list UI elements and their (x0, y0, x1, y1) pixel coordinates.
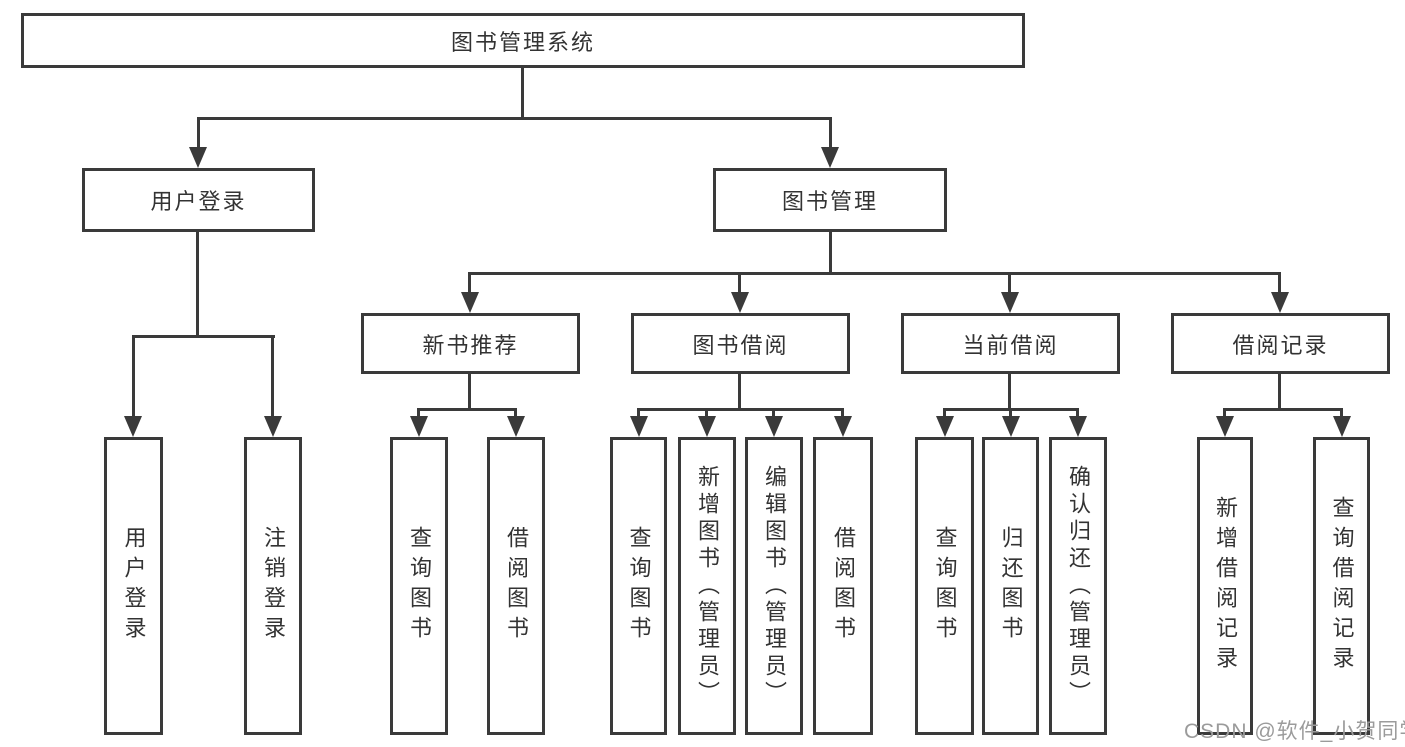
node-new-books: 新书推荐 (361, 313, 580, 374)
node-root-library-system: 图书管理系统 (21, 13, 1025, 68)
leaf-add-borrow-record: 新增借阅记录 (1197, 437, 1253, 735)
leaf-label: 编辑图书（管理员） (762, 464, 787, 708)
connector-borrow-records-rail (1223, 408, 1343, 411)
node-book-borrow: 图书借阅 (631, 313, 850, 374)
connector-to-borrow-records (1278, 272, 1281, 295)
connector-leaf (841, 408, 844, 418)
connector-book-borrow-stem (738, 374, 741, 408)
connector-current-borrow-stem (1008, 374, 1011, 408)
arrowhead-leaf-login (124, 416, 142, 437)
leaf-query-books-1: 查询图书 (390, 437, 448, 735)
arrowhead-current-borrow (1001, 292, 1019, 313)
connector-book-mgmt-rail (468, 272, 1281, 275)
connector-leaf (1009, 408, 1012, 418)
connector-leaf (1223, 408, 1226, 418)
leaf-label: 借阅图书 (831, 526, 856, 646)
arrowhead-book-mgmt (821, 147, 839, 168)
node-current-borrow: 当前借阅 (901, 313, 1120, 374)
leaf-edit-books-admin: 编辑图书（管理员） (745, 437, 803, 735)
leaf-label: 查询图书 (626, 526, 652, 646)
arrowhead-leaf (410, 416, 428, 437)
leaf-query-books-2: 查询图书 (610, 437, 667, 735)
connector-leaf (637, 408, 640, 418)
connector-to-new-books (468, 272, 471, 295)
arrowhead-book-borrow (731, 292, 749, 313)
connector-leaf (1076, 408, 1079, 418)
connector-book-mgmt-stem (829, 232, 832, 272)
connector-leaf (772, 408, 775, 418)
leaf-label: 借阅图书 (504, 526, 529, 646)
node-label: 图书管理系统 (450, 29, 595, 55)
csdn-watermark: CSDN @软件_小贺同学 (1184, 720, 1405, 743)
arrowhead-leaf (698, 416, 716, 437)
leaf-label: 新增借阅记录 (1213, 496, 1238, 676)
connector-new-books-rail (417, 408, 517, 411)
connector-to-book-mgmt (829, 117, 832, 150)
arrowhead-new-books (461, 292, 479, 313)
arrowhead-leaf (936, 416, 954, 437)
leaf-confirm-return-admin: 确认归还（管理员） (1049, 437, 1107, 735)
connector-book-borrow-rail (637, 408, 844, 411)
connector-to-user-login (197, 117, 200, 150)
connector-to-leaf-logout (271, 335, 274, 418)
leaf-logout: 注销登录 (244, 437, 302, 735)
arrowhead-leaf (630, 416, 648, 437)
arrowhead-borrow-records (1271, 292, 1289, 313)
arrowhead-leaf (1069, 416, 1087, 437)
connector-new-books-stem (468, 374, 471, 408)
leaf-label: 查询图书 (932, 526, 958, 646)
node-borrow-records: 借阅记录 (1171, 313, 1390, 374)
node-label: 当前借阅 (962, 332, 1059, 358)
node-label: 图书借阅 (692, 332, 789, 358)
leaf-borrow-books-1: 借阅图书 (487, 437, 545, 735)
connector-leaf (943, 408, 946, 418)
arrowhead-leaf-logout (264, 416, 282, 437)
connector-leaf (417, 408, 420, 418)
arrowhead-user-login (189, 147, 207, 168)
leaf-return-books: 归还图书 (982, 437, 1039, 735)
leaf-user-login: 用户登录 (104, 437, 163, 735)
connector-leaf (705, 408, 708, 418)
arrowhead-leaf (1333, 416, 1351, 437)
connector-root-rail (197, 117, 832, 120)
arrowhead-leaf (765, 416, 783, 437)
node-user-login: 用户登录 (82, 168, 315, 232)
leaf-label: 注销登录 (261, 526, 286, 646)
connector-leaf (1340, 408, 1343, 418)
arrowhead-leaf (834, 416, 852, 437)
leaf-label: 用户登录 (121, 526, 147, 646)
connector-root-stem (521, 68, 524, 117)
leaf-add-books-admin: 新增图书（管理员） (678, 437, 736, 735)
connector-user-login-stem (196, 232, 199, 335)
leaf-query-borrow-record: 查询借阅记录 (1313, 437, 1370, 735)
leaf-label: 查询图书 (407, 526, 432, 646)
node-label: 新书推荐 (422, 332, 519, 358)
connector-to-leaf-login (132, 335, 135, 418)
leaf-query-books-3: 查询图书 (915, 437, 974, 735)
leaf-borrow-books-2: 借阅图书 (813, 437, 873, 735)
node-label: 用户登录 (150, 189, 247, 214)
arrowhead-leaf (1002, 416, 1020, 437)
leaf-label: 查询借阅记录 (1329, 496, 1355, 676)
leaf-label: 新增图书（管理员） (695, 464, 720, 708)
arrowhead-leaf (1216, 416, 1234, 437)
node-label: 图书管理 (781, 189, 878, 214)
arrowhead-leaf (507, 416, 525, 437)
connector-leaf (514, 408, 517, 418)
connector-to-current-borrow (1008, 272, 1011, 295)
node-label: 借阅记录 (1232, 332, 1329, 358)
node-book-mgmt: 图书管理 (713, 168, 947, 232)
leaf-label: 确认归还（管理员） (1066, 464, 1091, 708)
connector-to-book-borrow (738, 272, 741, 295)
leaf-label: 归还图书 (998, 526, 1024, 646)
connector-user-login-rail (132, 335, 275, 338)
connector-borrow-records-stem (1278, 374, 1281, 408)
